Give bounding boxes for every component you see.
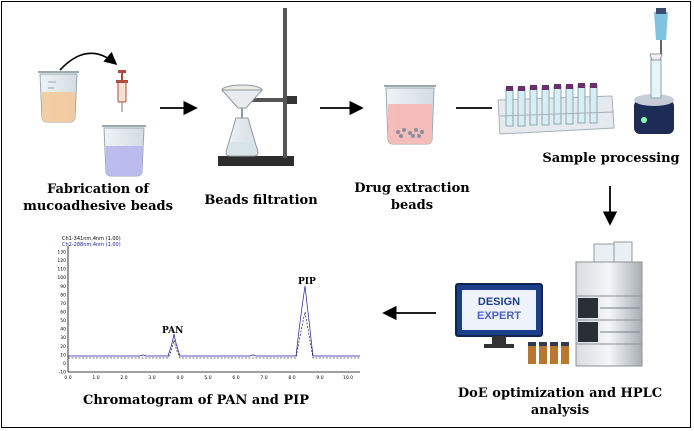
chrom-x-tick-label: 5.0: [204, 375, 211, 381]
chrom-x-tick-label: 6.0: [232, 375, 239, 381]
syringe-icon: [116, 70, 128, 112]
chrom-y-tick-label: 120: [57, 258, 66, 264]
chrom-x-tick-label: 9.0: [316, 375, 323, 381]
monitor-expert-text: EXPERT: [477, 310, 521, 322]
extraction-beaker-icon: [384, 85, 436, 145]
tube-rack-icon: [497, 83, 615, 135]
chrom-y-tick-label: -10: [59, 370, 66, 376]
pipette-icon: [654, 8, 668, 54]
beaker-blue-icon: [102, 125, 146, 177]
chrom-x-tick-label: 8.0: [288, 375, 295, 381]
chrom-y-tick-label: 20: [60, 344, 66, 350]
chromatogram: Ch1-341nm,4nm (1.00) Ch2-288nm,4nm (1.00…: [56, 234, 364, 382]
vortex-mixer-icon: [634, 53, 674, 134]
peak-label-pip: PIP: [298, 277, 316, 287]
trace-ch1: [68, 311, 360, 359]
chrom-y-tick-label: 40: [60, 327, 66, 333]
chrom-y-tick-label: 130: [57, 250, 66, 256]
peak-label-pan: PAN: [162, 326, 183, 336]
chrom-x-tick-label: 3.0: [148, 375, 155, 381]
chrom-y-tick-label: 90: [60, 284, 66, 290]
beaker-orange-icon: [38, 71, 79, 123]
label-extraction-line1: Drug extraction: [354, 181, 470, 196]
chrom-y-tick-label: 60: [60, 310, 66, 316]
chrom-x-ticks: 0.0 1.0 2.0 3.0 4.0 5.0 6.0 7.0 8.0 9.0 10.0: [64, 375, 353, 381]
chrom-legend-2: Ch2-288nm,4nm (1.00): [62, 242, 121, 248]
label-doe: DoE optimization and HPLC analysis: [440, 385, 680, 419]
chrom-y-tick-label: 50: [60, 318, 66, 324]
label-doe-line2: analysis: [530, 403, 590, 418]
label-filtration: Beads filtration: [204, 193, 318, 208]
curved-arrow: [59, 51, 118, 71]
label-doe-line1: DoE optimization and HPLC: [457, 386, 663, 401]
label-fabrication: Fabrication of mucoadhesive beads: [20, 181, 176, 215]
hplc-instrument-icon: [575, 241, 643, 367]
chrom-y-tick-label: 10: [60, 352, 66, 358]
vials-icon: [528, 342, 569, 364]
chrom-y-tick-label: 80: [60, 292, 66, 298]
chrom-y-tick-label: 100: [57, 275, 66, 281]
label-sample: Sample processing: [542, 151, 680, 166]
chrom-x-tick-label: 0.0: [64, 375, 71, 381]
label-fabrication-line1: Fabrication of: [46, 182, 149, 197]
label-extraction-line2: beads: [390, 198, 434, 213]
chrom-y-tick-label: 0: [63, 361, 66, 367]
label-fabrication-line2: mucoadhesive beads: [23, 199, 173, 214]
monitor-design-text: DESIGN: [478, 296, 520, 308]
chrom-y-tick-label: 110: [57, 267, 66, 273]
monitor-icon: DESIGN EXPERT: [455, 283, 543, 348]
chrom-y-tick-label: 70: [60, 301, 66, 307]
label-chromatogram: Chromatogram of PAN and PIP: [82, 393, 310, 408]
chrom-x-tick-label: 2.0: [120, 375, 127, 381]
label-extraction: Drug extraction beads: [352, 180, 472, 214]
chrom-y-tick-label: 30: [60, 335, 66, 341]
chrom-x-tick-label: 10.0: [343, 375, 353, 381]
chrom-x-tick-label: 7.0: [260, 375, 267, 381]
chrom-legend-1: Ch1-341nm,4nm (1.00): [62, 236, 121, 242]
chrom-x-tick-label: 1.0: [92, 375, 99, 381]
filtration-stand-icon: [218, 8, 297, 166]
trace-ch2: [68, 285, 360, 357]
chrom-x-tick-label: 4.0: [176, 375, 183, 381]
